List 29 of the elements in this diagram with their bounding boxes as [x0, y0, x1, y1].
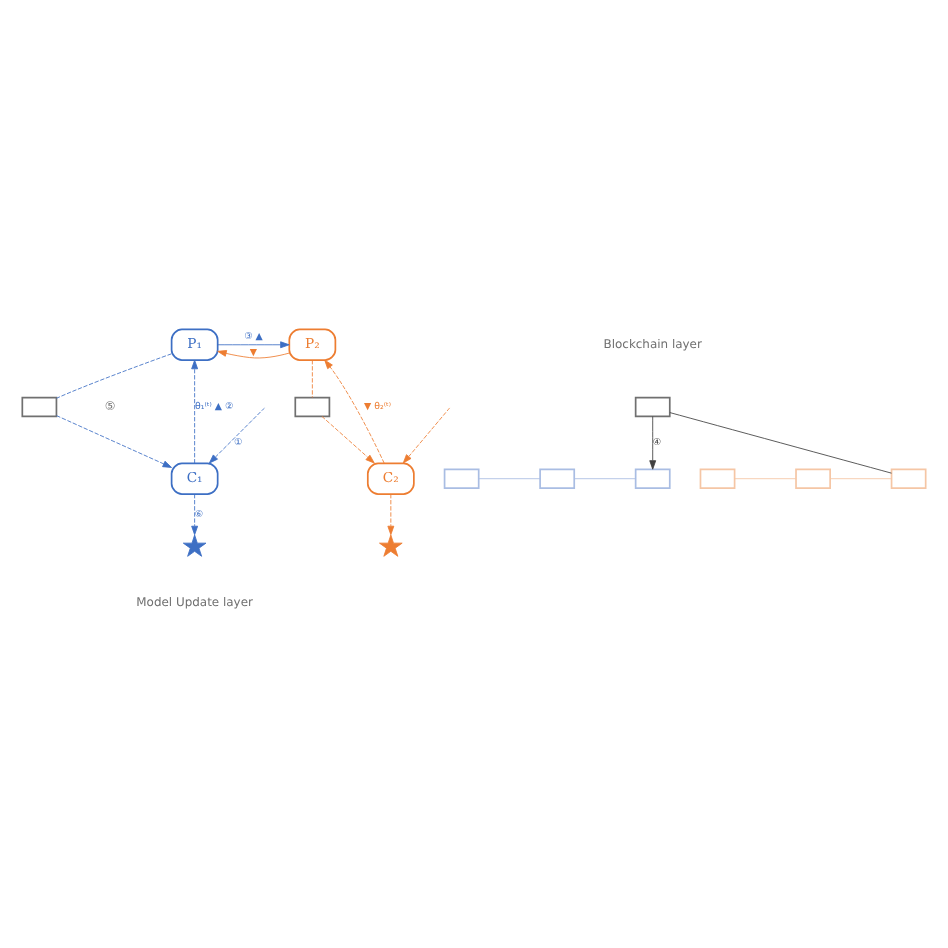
node-box [634, 396, 671, 418]
arrow [56, 415, 172, 468]
arrow [649, 416, 657, 470]
arrow [387, 493, 395, 536]
arrow [191, 493, 199, 536]
node-box [795, 468, 831, 489]
node-star [182, 534, 207, 557]
node-box [890, 468, 927, 489]
arrow [402, 407, 451, 464]
arrow [324, 359, 385, 464]
connector [573, 478, 636, 480]
connector [311, 359, 313, 398]
arrow [321, 416, 375, 464]
node-box [21, 396, 58, 418]
arrow [217, 341, 290, 349]
connector [478, 478, 541, 480]
node-box [699, 468, 736, 489]
connector [829, 478, 892, 480]
node-box [443, 468, 480, 489]
node-box [634, 468, 671, 489]
arrow [191, 359, 199, 464]
node-box [294, 396, 331, 418]
node-star [379, 534, 403, 557]
arrow [208, 407, 265, 464]
connector [56, 353, 172, 399]
arrow [217, 350, 290, 359]
node-box [539, 468, 576, 489]
connector [734, 478, 797, 480]
connector [669, 412, 892, 474]
